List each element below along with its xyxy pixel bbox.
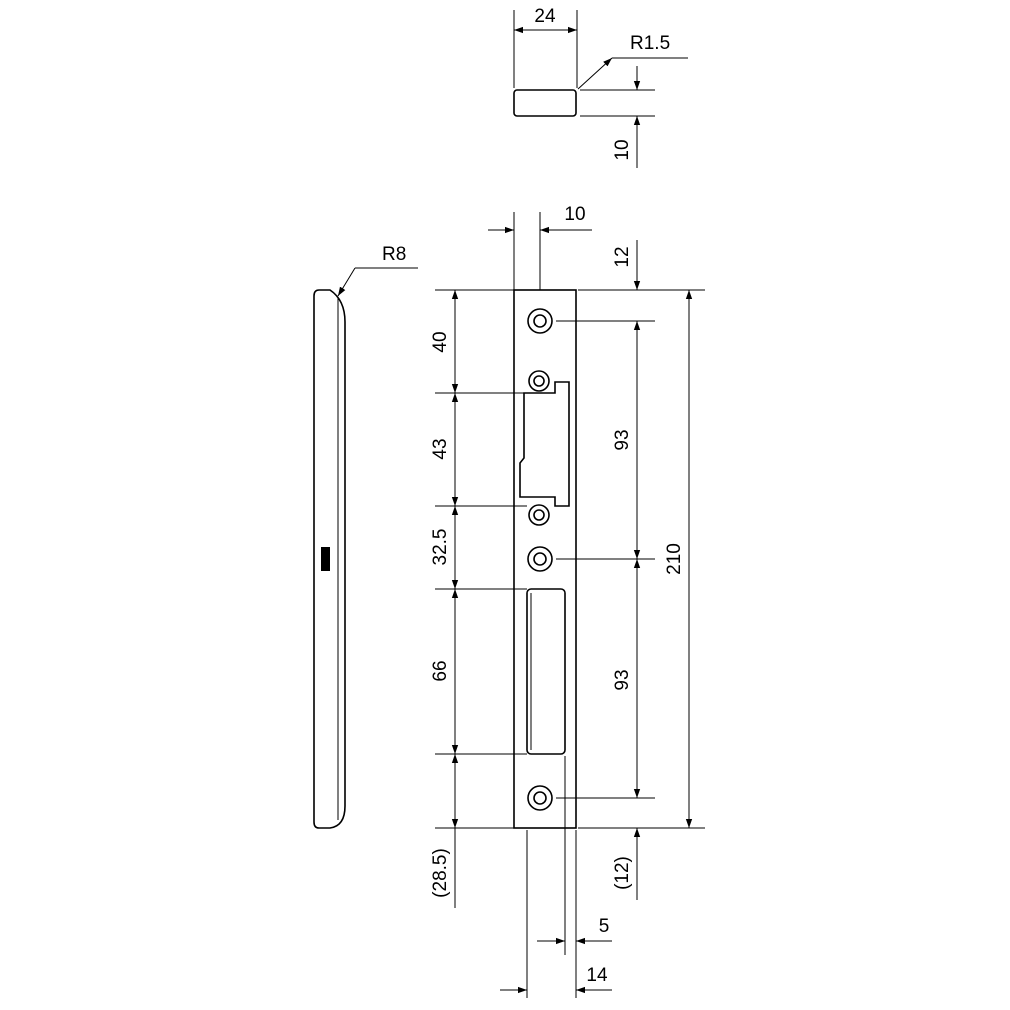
dim-spacing-66: 66 bbox=[430, 660, 451, 681]
bolt-opening bbox=[526, 588, 566, 755]
dim-spacing-32-5: 32.5 bbox=[430, 529, 451, 566]
top-view: 24 R1.5 10 bbox=[513, 6, 688, 168]
dim-edge-offset: 10 bbox=[564, 204, 585, 225]
side-profile bbox=[313, 289, 346, 829]
latch-opening bbox=[519, 381, 570, 507]
dim-radius-side: R8 bbox=[382, 244, 406, 265]
screw-hole bbox=[527, 785, 553, 811]
dim-spacing-40: 40 bbox=[430, 331, 451, 352]
dim-spacing-43: 43 bbox=[430, 438, 451, 459]
dim-overall-length: 210 bbox=[664, 543, 685, 575]
dim-hole-pitch-upper: 93 bbox=[612, 429, 633, 450]
cross-section-profile bbox=[513, 89, 577, 117]
brand-logo-mark bbox=[321, 547, 330, 571]
dim-bottom-ref: (28.5) bbox=[430, 848, 451, 898]
front-view bbox=[513, 212, 577, 829]
dim-slot-offset: 5 bbox=[599, 916, 610, 937]
leader-line bbox=[577, 57, 613, 90]
screw-hole bbox=[527, 546, 553, 572]
dim-slot-width: 14 bbox=[586, 965, 608, 986]
screw-hole bbox=[528, 370, 550, 392]
dim-bottom-margin: (12) bbox=[612, 856, 633, 890]
dim-hole-pitch-lower: 93 bbox=[612, 669, 633, 690]
dim-top-width: 24 bbox=[534, 6, 556, 27]
screw-hole bbox=[528, 504, 550, 526]
screw-hole bbox=[527, 308, 553, 334]
dim-thickness: 10 bbox=[612, 139, 633, 160]
dim-radius-small: R1.5 bbox=[630, 33, 670, 54]
dim-top-margin: 12 bbox=[612, 246, 633, 267]
side-view: R8 bbox=[313, 244, 418, 829]
leader-line bbox=[337, 267, 356, 297]
front-dimensions: 10 12 93 93 (12) 210 40 43 bbox=[430, 204, 705, 998]
